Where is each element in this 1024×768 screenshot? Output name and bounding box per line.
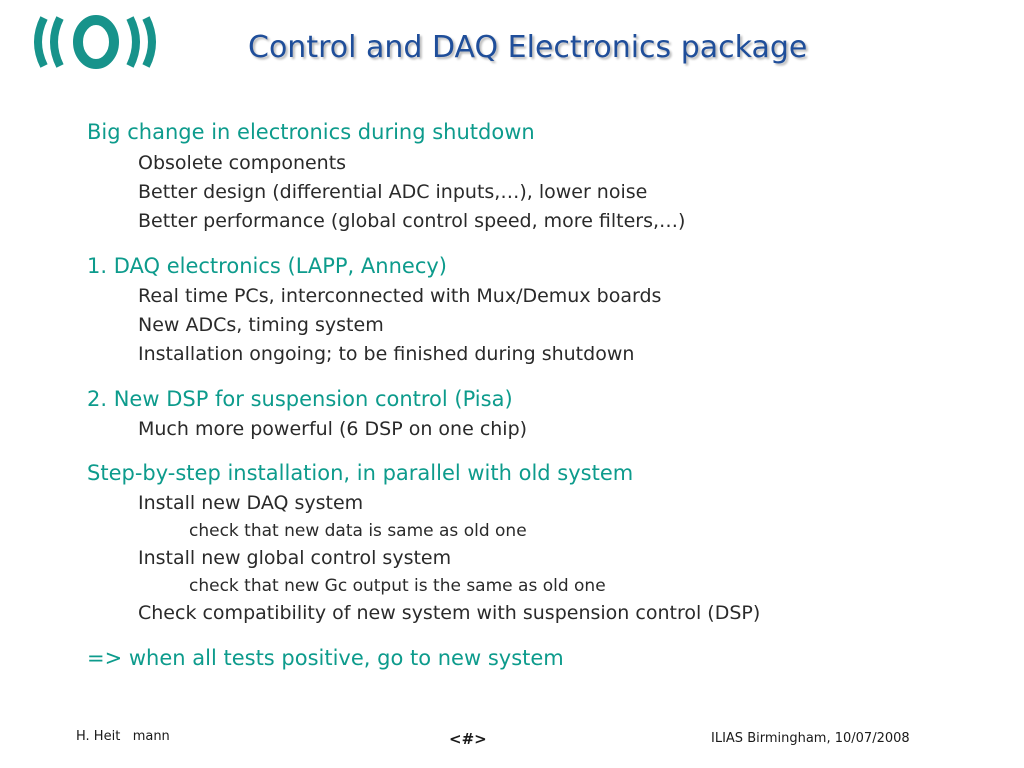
bullet-item: Much more powerful (6 DSP on one chip) — [138, 418, 528, 440]
bullet-item: Install new global control system — [138, 547, 452, 569]
bullet-heading: 2. New DSP for suspension control (Pisa) — [87, 387, 513, 411]
bullet-item: Installation ongoing; to be finished dur… — [138, 343, 635, 365]
bullet-item: New ADCs, timing system — [138, 314, 384, 336]
footer-author: H. Heit mann — [76, 729, 170, 744]
bullet-item: Install new DAQ system — [138, 492, 364, 514]
footer-page-number: <#> — [449, 730, 487, 748]
bullet-heading: 1. DAQ electronics (LAPP, Annecy) — [87, 254, 447, 278]
bullet-item: Better performance (global control speed… — [138, 210, 686, 232]
footer-event: ILIAS Birmingham, 10/07/2008 — [711, 731, 910, 746]
bullet-subitem: check that new Gc output is the same as … — [189, 576, 606, 596]
bullet-item: Check compatibility of new system with s… — [138, 602, 761, 624]
bullet-heading: Step-by-step installation, in parallel w… — [87, 461, 634, 485]
slide-title: Control and DAQ Electronics package — [248, 30, 808, 65]
bullet-subitem: check that new data is same as old one — [189, 521, 527, 541]
bullet-item: Better design (differential ADC inputs,…… — [138, 181, 648, 203]
bullet-item: Real time PCs, interconnected with Mux/D… — [138, 285, 662, 307]
bullet-heading: Big change in electronics during shutdow… — [87, 120, 535, 144]
slide-body: Big change in electronics during shutdow… — [87, 120, 761, 670]
bullet-heading: => when all tests positive, go to new sy… — [87, 646, 564, 670]
bullet-item: Obsolete components — [138, 152, 347, 174]
organization-logo — [34, 15, 156, 69]
